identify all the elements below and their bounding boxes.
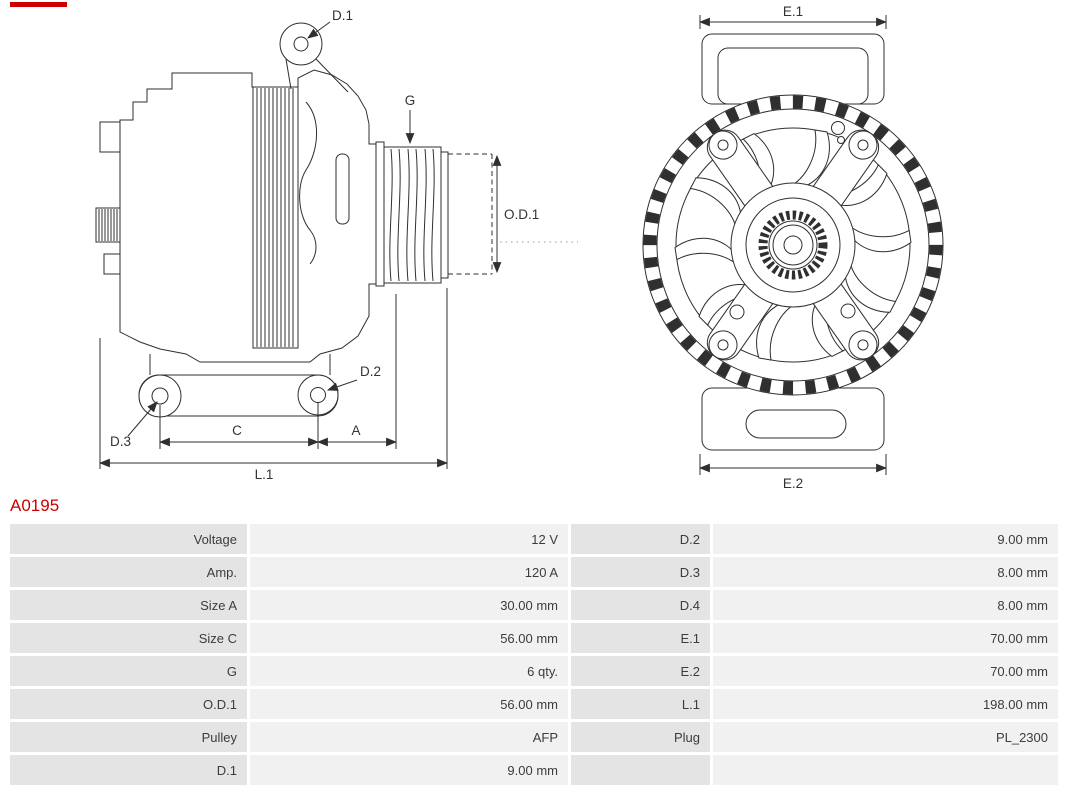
spec-label: E.1 (571, 623, 710, 653)
pulley-body (383, 146, 442, 284)
side-view-dimensions: D.1 G O.D.1 D.2 D.3 C A L.1 (98, 8, 539, 482)
d1-leader (307, 21, 331, 39)
spec-value: 8.00 mm (713, 557, 1058, 587)
ear-left-hole (151, 387, 169, 405)
spec-value: 56.00 mm (250, 623, 568, 653)
spec-label: Plug (571, 722, 710, 752)
spec-label: D.4 (571, 590, 710, 620)
pulley-projection (448, 153, 493, 275)
spec-value (713, 755, 1058, 785)
spec-label: Amp. (10, 557, 247, 587)
face-bolt (837, 136, 845, 144)
spec-label: D.3 (571, 557, 710, 587)
spec-label: Pulley (10, 722, 247, 752)
dim-label-e2: E.2 (783, 476, 803, 491)
d2-leader (326, 379, 358, 391)
spec-value: 30.00 mm (250, 590, 568, 620)
stator-band (252, 86, 299, 349)
spec-label: O.D.1 (10, 689, 247, 719)
spec-label: L.1 (571, 689, 710, 719)
shaft-hole (783, 235, 803, 255)
fan-blades (674, 129, 912, 361)
spec-label: Size C (10, 623, 247, 653)
terminal-knurl-lines (98, 209, 118, 241)
dim-label-l1: L.1 (255, 467, 274, 482)
technical-drawing: D.1 G O.D.1 D.2 D.3 C A L.1 (95, 4, 944, 491)
spec-value: AFP (250, 722, 568, 752)
face-bolt (840, 303, 856, 319)
dim-label-e1: E.1 (783, 4, 803, 19)
spec-value: 70.00 mm (713, 656, 1058, 686)
brand-logo-fragment (10, 2, 67, 7)
spec-label: D.2 (571, 524, 710, 554)
spec-value: 198.00 mm (713, 689, 1058, 719)
front-housing-slot (335, 153, 350, 225)
spec-value: 12 V (250, 524, 568, 554)
part-number: A0195 (10, 496, 60, 515)
spec-label: Voltage (10, 524, 247, 554)
spec-value: 9.00 mm (713, 524, 1058, 554)
top-lug-arms (285, 58, 349, 93)
dim-label-d2: D.2 (360, 364, 381, 379)
alternator-side-view (95, 22, 578, 418)
pulley-face (440, 151, 449, 279)
top-lug-hole (293, 36, 309, 52)
d3-leader (127, 401, 158, 437)
dim-label-a: A (351, 423, 360, 438)
pulley-flange (375, 141, 385, 287)
alternator-front-view (642, 33, 944, 451)
spec-value: 9.00 mm (250, 755, 568, 785)
spec-label: E.2 (571, 656, 710, 686)
front-housing-contour (299, 101, 318, 265)
spec-value: 70.00 mm (713, 623, 1058, 653)
ear-right-hole (310, 387, 326, 403)
spec-value: 8.00 mm (713, 590, 1058, 620)
dim-label-g: G (405, 93, 416, 108)
dim-label-d3: D.3 (110, 434, 131, 449)
side-body-outline (119, 69, 377, 363)
dim-label-od1: O.D.1 (504, 207, 539, 222)
stator-ribs (256, 88, 294, 347)
pulley-grooves (389, 148, 435, 282)
dim-label-d1: D.1 (332, 8, 353, 23)
spec-value: 6 qty. (250, 656, 568, 686)
face-bolt (729, 304, 745, 320)
face-bolt (831, 121, 845, 135)
spec-label (571, 755, 710, 785)
dim-label-c: C (232, 423, 242, 438)
spec-table: Voltage 12 V D.2 9.00 mm Amp. 120 A D.3 … (10, 524, 1058, 785)
rear-block (99, 121, 121, 153)
rear-block-small (103, 253, 121, 275)
front-view-dimensions: E.1 E.2 (698, 4, 888, 491)
spec-value: 56.00 mm (250, 689, 568, 719)
housing-fins (643, 95, 943, 395)
spec-label: D.1 (10, 755, 247, 785)
spec-label: G (10, 656, 247, 686)
ear-connectors (149, 354, 331, 375)
spec-label: Size A (10, 590, 247, 620)
bottom-bracket-slot (745, 409, 847, 439)
spec-value: 120 A (250, 557, 568, 587)
spec-value: PL_2300 (713, 722, 1058, 752)
